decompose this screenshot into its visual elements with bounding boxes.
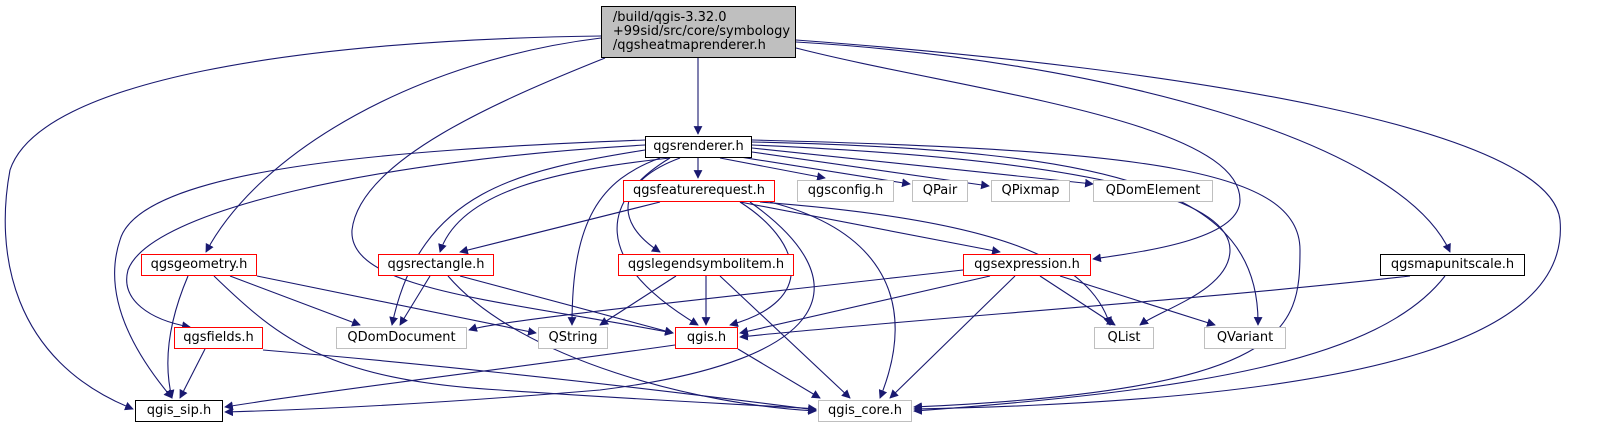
edge-qgsgeometry-to-qgis_core — [213, 275, 817, 413]
edge-qgsmapunitscale-to-qgis — [739, 275, 1411, 341]
edge-qgsmapunitscale-to-qgis_core — [913, 275, 1446, 415]
node-label: qgsfields.h — [183, 330, 254, 345]
node-label: qgis.h — [686, 330, 727, 345]
node-qdomelement[interactable]: QDomElement — [1093, 180, 1213, 202]
edge-qgsrenderer-to-qgsfields — [126, 144, 646, 330]
node-label: QList — [1107, 330, 1141, 345]
edge-qgsfeaturerequest-to-qgis_core — [769, 201, 896, 399]
edge-qgsrectangle-to-qdomdocument — [399, 275, 431, 326]
edge-qgsexpression-to-qlist — [1039, 275, 1116, 326]
edge-qgsrenderer-to-qgis_sip — [114, 139, 646, 399]
edge-qgis-to-qgis_core — [737, 348, 821, 399]
edge-qgsexpression-to-qgis — [739, 275, 991, 336]
edge-qgis-to-qgis_sip — [224, 344, 676, 411]
root-line-3: /qgsheatmaprenderer.h — [612, 38, 766, 53]
edge-qgsrenderer-to-qstring — [567, 157, 661, 326]
edge-qgsexpression-to-qvariant — [1059, 275, 1216, 327]
edge-qgsrenderer-to-qgsrectangle — [438, 157, 671, 253]
node-label: qgsexpression.h — [974, 257, 1080, 272]
node-label: QPair — [922, 183, 958, 198]
node-label: qgsconfig.h — [807, 183, 884, 198]
edge-qgsfeaturerequest-to-qlist — [759, 201, 1112, 326]
edge-qgsfeaturerequest-to-qgsrectangle — [459, 201, 661, 255]
node-label: QDomDocument — [347, 330, 456, 345]
node-qgsgeometry[interactable]: qgsgeometry.h — [141, 254, 257, 276]
edge-qgsrenderer-to-qdomelement — [751, 147, 1094, 188]
edge-root-to-qgsgeometry — [205, 37, 602, 253]
edge-qgsfields-to-qgis_core — [262, 349, 817, 414]
node-qgsrenderer[interactable]: qgsrenderer.h — [645, 136, 752, 158]
edge-qgsrenderer-to-qdomdocument — [389, 149, 646, 326]
edge-qgsexpression-to-qdomdocument — [468, 269, 964, 332]
node-qgis[interactable]: qgis.h — [675, 327, 738, 349]
node-label: qgsrenderer.h — [653, 139, 744, 154]
node-qgis-core[interactable]: qgis_core.h — [818, 400, 912, 422]
node-label: QPixmap — [1001, 183, 1060, 198]
node-qgslegendsymbolitem[interactable]: qgslegendsymbolitem.h — [618, 254, 794, 276]
node-qgsrectangle[interactable]: qgsrectangle.h — [378, 254, 494, 276]
edge-qgslegendsymbolitem-to-qstring — [599, 275, 677, 326]
root-node-qgsheatmaprenderer: /build/qgis-3.32.0 +99sid/src/core/symbo… — [601, 6, 796, 58]
node-qgsfields[interactable]: qgsfields.h — [174, 327, 263, 349]
edge-qgsexpression-to-qgis_core — [889, 275, 1016, 399]
node-label: qgis_sip.h — [146, 403, 212, 418]
node-label: qgsrectangle.h — [387, 257, 485, 272]
node-label: qgsfeaturerequest.h — [633, 183, 765, 198]
node-qgsconfig[interactable]: qgsconfig.h — [797, 180, 894, 202]
node-label: QDomElement — [1105, 183, 1201, 198]
edge-root-to-qgis_sip — [4, 35, 602, 411]
edge-qgsrenderer-to-qgis — [616, 157, 699, 326]
edge-qgsgeometry-to-qdomdocument — [229, 275, 361, 327]
node-label: qgslegendsymbolitem.h — [627, 257, 785, 272]
node-qgsmapunitscale[interactable]: qgsmapunitscale.h — [1380, 254, 1525, 276]
node-label: qgsgeometry.h — [150, 257, 248, 272]
node-label: qgsmapunitscale.h — [1390, 257, 1515, 272]
edge-qgsrectangle-to-qgis_core — [447, 275, 817, 415]
edge-qgsfeaturerequest-to-qgsexpression — [739, 201, 1001, 255]
edge-qgslegendsymbolitem-to-qgis_core — [719, 275, 851, 399]
node-qgsfeaturerequest[interactable]: qgsfeaturerequest.h — [623, 180, 775, 202]
node-qgsexpression[interactable]: qgsexpression.h — [963, 254, 1091, 276]
edge-qgsrenderer-to-qpair — [739, 156, 911, 188]
node-label: QString — [548, 330, 598, 345]
root-line-2: +99sid/src/core/symbology — [612, 24, 791, 39]
edge-root-to-qgsmapunitscale — [795, 41, 1451, 253]
edge-qgsrenderer-to-qgis_core — [751, 139, 1301, 412]
node-qdomdocument[interactable]: QDomDocument — [336, 327, 467, 349]
edge-qgsgeometry-to-qgis_sip — [165, 275, 189, 399]
edge-qgsfields-to-qgis_sip — [179, 348, 206, 399]
edge-qgsfeaturerequest-to-qgis_sip — [224, 201, 815, 417]
edge-qgsrectangle-to-qgis — [459, 275, 674, 336]
edge-qgsgeometry-to-qstring — [256, 275, 537, 336]
node-qgis-sip[interactable]: qgis_sip.h — [135, 400, 223, 422]
node-qlist[interactable]: QList — [1094, 327, 1154, 349]
edge-root-to-qgis_core — [795, 39, 1561, 414]
edge-qgsrenderer-to-qlist — [751, 144, 1231, 326]
edge-root-to-qgis — [351, 57, 674, 336]
node-label: qgis_core.h — [828, 403, 902, 418]
node-label: QVariant — [1216, 330, 1274, 345]
node-qpair[interactable]: QPair — [912, 180, 968, 202]
node-qpixmap[interactable]: QPixmap — [991, 180, 1070, 202]
edge-qgsrenderer-to-qgsconfig — [719, 157, 826, 181]
node-qstring[interactable]: QString — [538, 327, 608, 349]
node-qvariant[interactable]: QVariant — [1204, 327, 1286, 349]
root-line-1: /build/qgis-3.32.0 — [612, 10, 727, 25]
edge-root-to-qgsexpression — [795, 47, 1241, 263]
dependency-edges — [4, 35, 1561, 417]
